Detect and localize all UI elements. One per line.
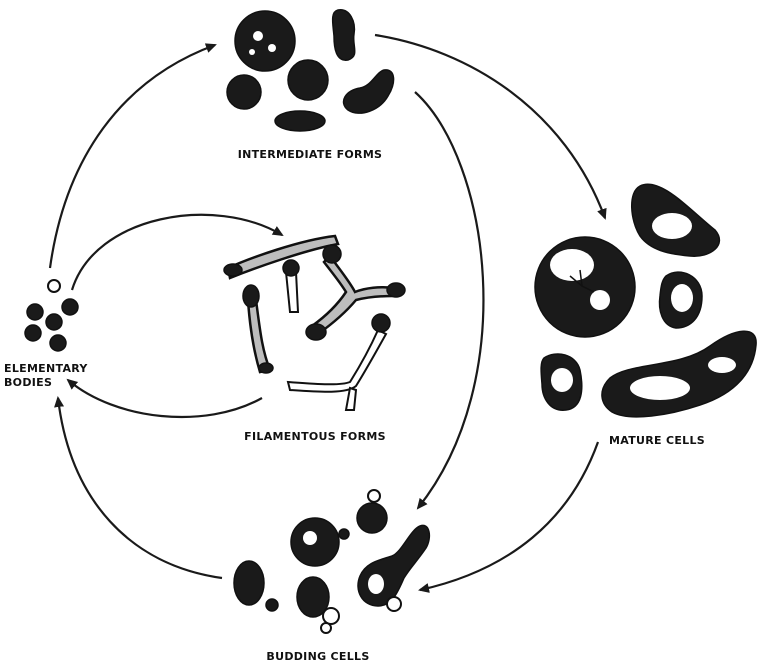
bud — [387, 597, 401, 611]
budding-cell — [357, 503, 387, 533]
filament-head — [243, 285, 259, 307]
filament — [286, 272, 298, 312]
filament-head — [323, 245, 341, 263]
bud — [266, 599, 278, 611]
elementary-bodies-group — [25, 280, 78, 351]
bud — [339, 529, 349, 539]
budding-cells-group: BUDDING CELLS — [234, 490, 429, 663]
elementary-bodies-label-line2: BODIES — [4, 376, 52, 389]
cell-vacuole — [368, 574, 384, 594]
filament — [346, 388, 356, 410]
intermediate-cell — [344, 70, 394, 113]
intermediate-cell — [275, 111, 325, 131]
elementary-body — [50, 335, 66, 351]
filament — [248, 300, 270, 372]
intermediate-cell — [288, 60, 328, 100]
cell-speckle — [249, 49, 255, 55]
elementary-body — [48, 280, 60, 292]
elementary-body — [62, 299, 78, 315]
filament-head — [224, 264, 242, 276]
cell-vacuole — [590, 290, 610, 310]
intermediate-cell — [333, 10, 355, 60]
intermediate-cell — [235, 11, 295, 71]
cell-vacuole — [630, 376, 690, 400]
intermediate-forms-label: INTERMEDIATE FORMS — [238, 148, 383, 161]
filament-head — [387, 283, 405, 297]
cell-vacuole — [671, 284, 693, 312]
cell-speckle — [268, 44, 276, 52]
filament — [288, 330, 386, 392]
elementary-body — [25, 325, 41, 341]
budding-cell — [358, 525, 429, 606]
filamentous-forms-group: FILAMENTOUS FORMS — [224, 236, 405, 443]
elementary-body — [27, 304, 43, 320]
bud — [321, 623, 331, 633]
arrow-elementary-to-filamentous — [72, 215, 282, 290]
budding-cell — [234, 561, 264, 605]
elementary-body — [46, 314, 62, 330]
filament — [228, 236, 338, 278]
bud — [323, 608, 339, 624]
mature-cells-label: MATURE CELLS — [609, 434, 705, 447]
filament-head — [259, 363, 273, 373]
cell-vacuole — [551, 368, 573, 392]
intermediate-cell — [227, 75, 261, 109]
bud — [368, 490, 380, 502]
budding-cells-label: BUDDING CELLS — [266, 650, 369, 663]
arrow-intermediate-to-mature — [375, 35, 605, 218]
arrow-budding-to-elementary — [58, 398, 222, 578]
cell-speckle — [253, 31, 263, 41]
cell-vacuole — [708, 357, 736, 373]
filament-head — [372, 314, 390, 332]
intermediate-forms-group: INTERMEDIATE FORMS — [227, 10, 394, 161]
cell-vacuole — [303, 531, 317, 545]
arrow-filamentous-to-elementary — [68, 380, 262, 417]
arrow-intermediate-to-budding — [415, 92, 483, 508]
arrow-elementary-to-intermediate — [50, 45, 215, 268]
cell-vacuole — [652, 213, 692, 239]
mature-cells-group: MATURE CELLS — [535, 184, 756, 447]
filamentous-forms-label: FILAMENTOUS FORMS — [244, 430, 386, 443]
elementary-bodies-label-line1: ELEMENTARY — [4, 362, 88, 375]
cell-vacuole — [550, 249, 594, 281]
filament-head — [283, 260, 299, 276]
mature-cell — [602, 331, 756, 417]
filament-head — [306, 324, 326, 340]
